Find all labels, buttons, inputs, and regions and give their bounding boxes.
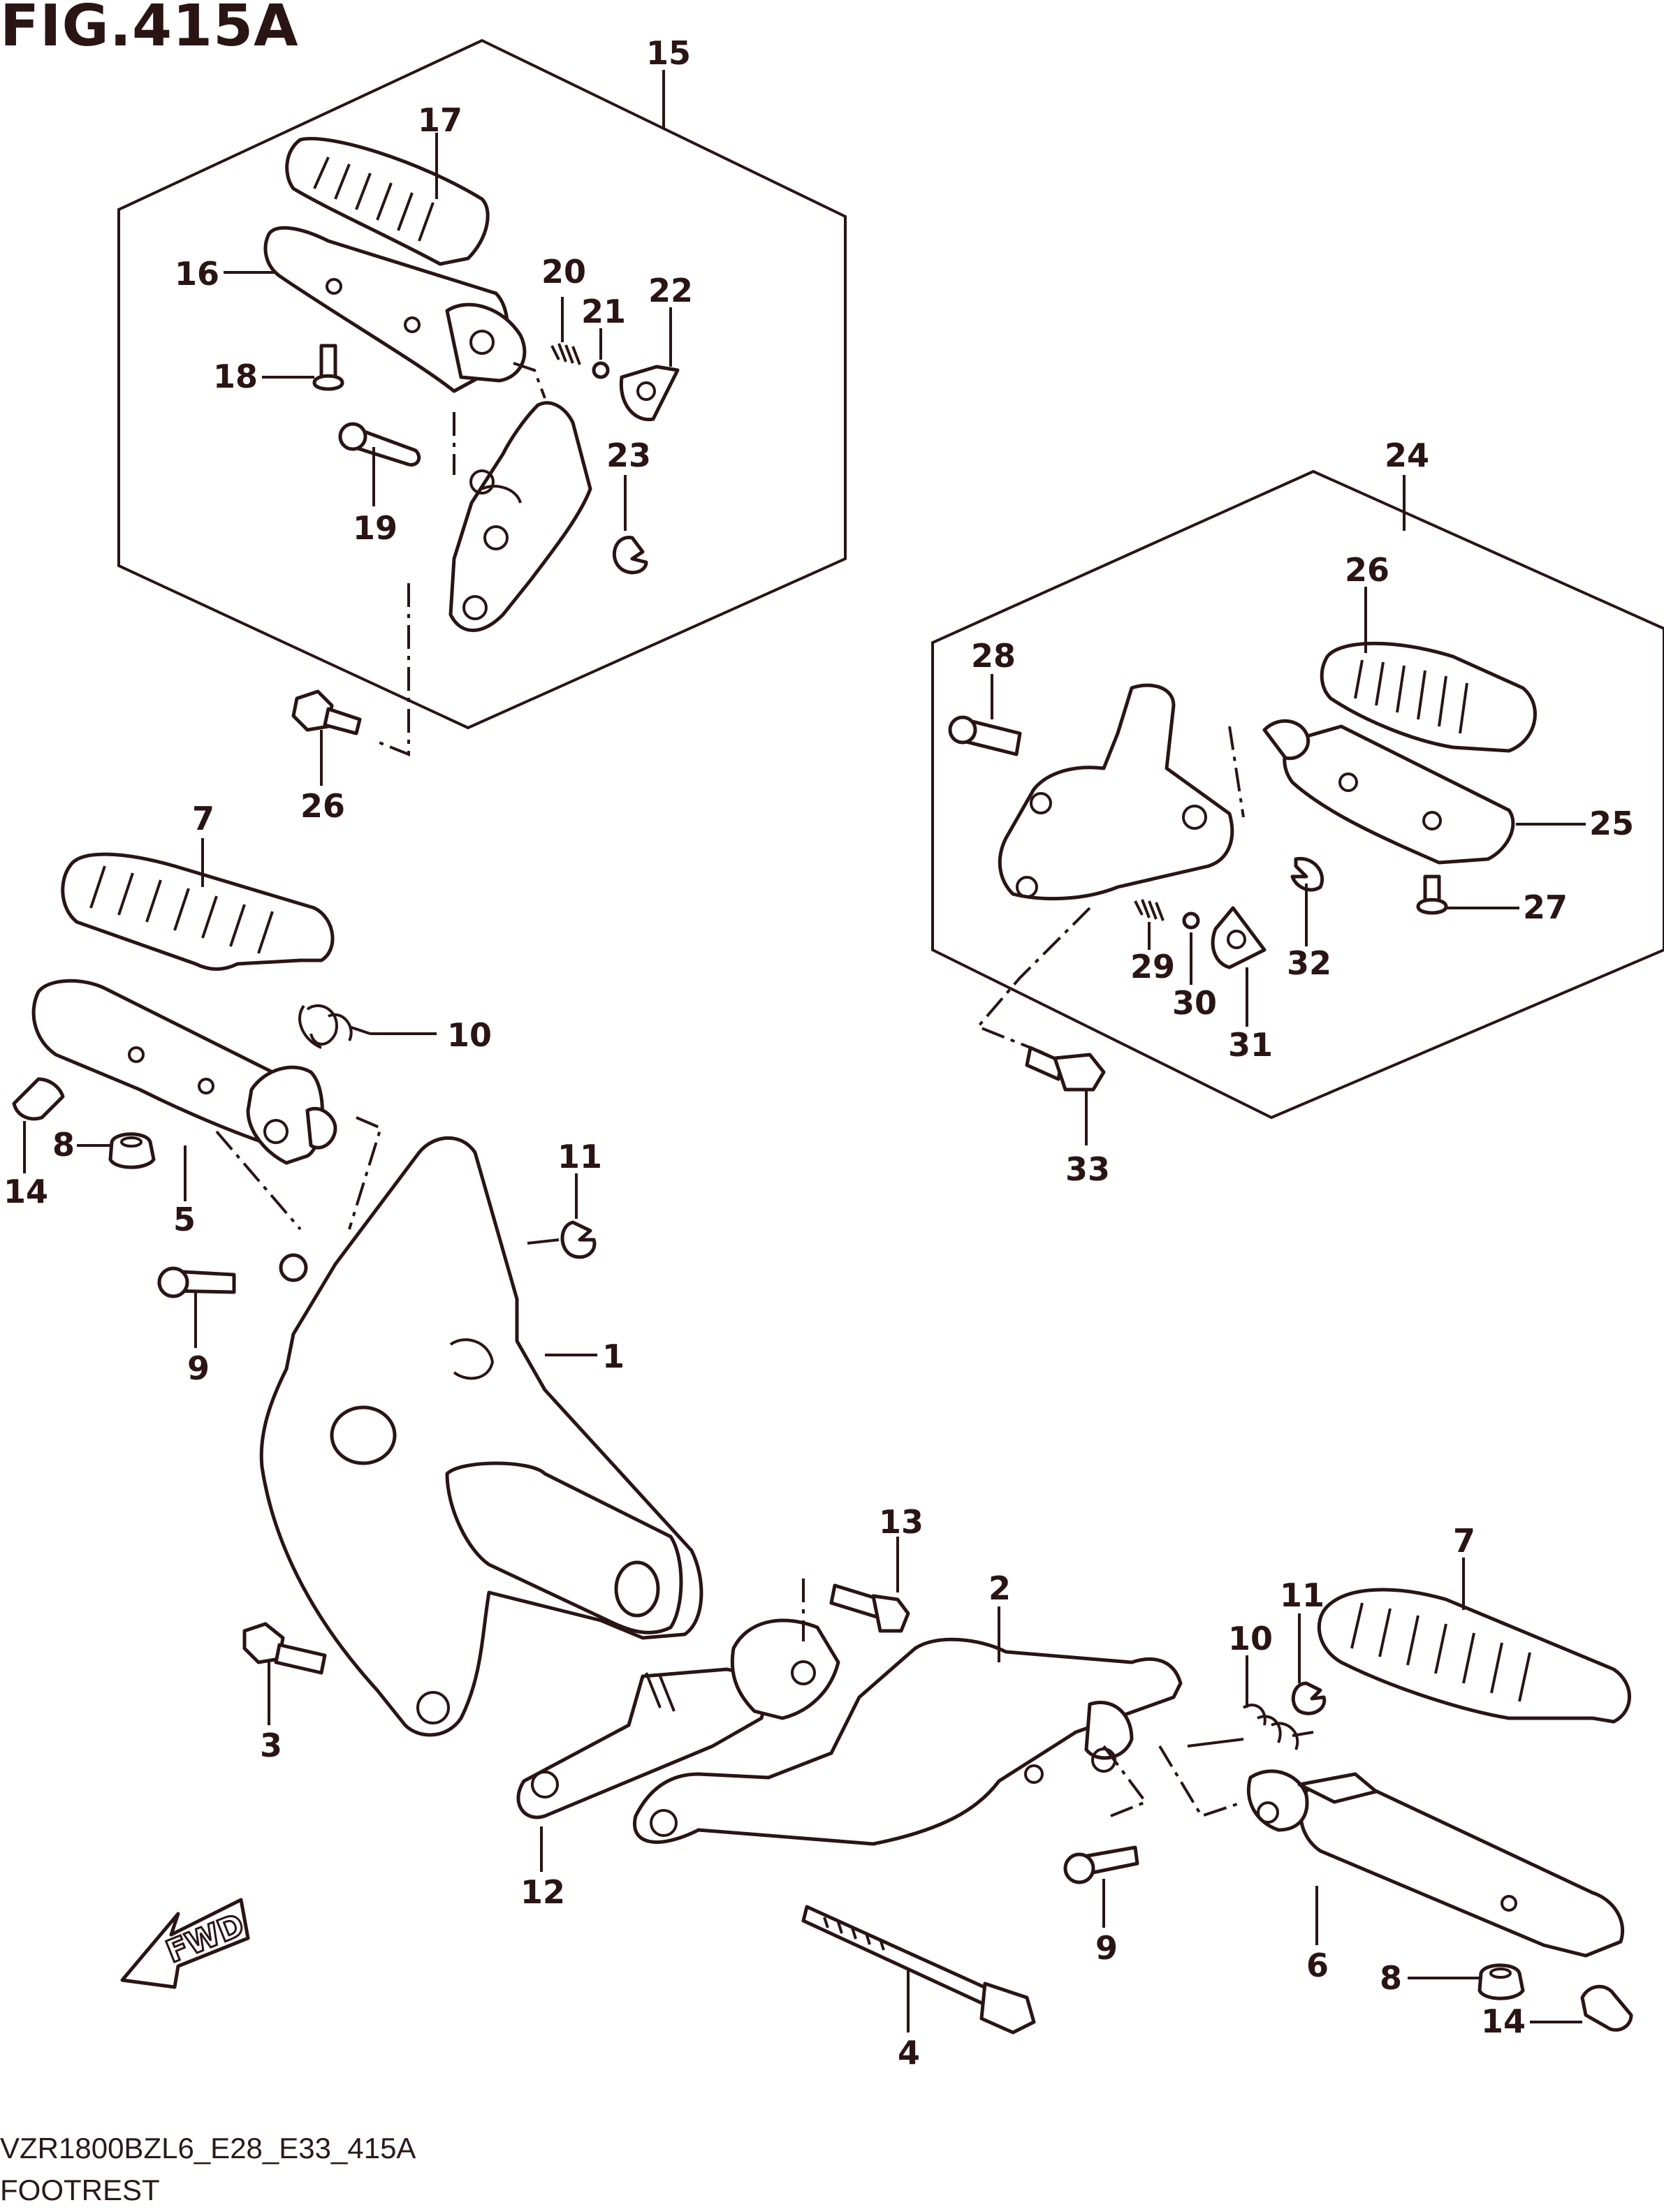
spring-29 — [1134, 899, 1165, 921]
e-clip-11-left — [560, 1220, 597, 1259]
footpeg-rubber-7-right — [1317, 1588, 1631, 1724]
bolt-13 — [829, 1583, 910, 1633]
callout-17: 17 — [418, 101, 462, 139]
callout-8-left: 8 — [52, 1126, 75, 1164]
callout-19: 19 — [353, 509, 397, 547]
callout-21: 21 — [581, 293, 626, 330]
diagram-code: VZR1800BZL6_E28_E33_415A — [0, 2132, 416, 2165]
dash-15-c — [373, 583, 410, 756]
callout-7-left: 7 — [192, 800, 214, 837]
dash-24-b — [975, 907, 1091, 1056]
bracket-right — [998, 683, 1234, 901]
callout-labels: 15 17 16 20 21 22 18 19 23 26 24 26 28 2… — [3, 34, 1634, 2072]
callout-12: 12 — [520, 1873, 565, 1911]
dash-2-a — [1102, 1745, 1148, 1817]
callout-28: 28 — [971, 637, 1016, 675]
bolt-4 — [801, 1905, 1036, 2035]
nut-8-right — [1477, 1963, 1525, 2000]
callout-8-right: 8 — [1380, 1959, 1402, 1997]
e-clip-32 — [1290, 856, 1324, 892]
dash-6-a — [1158, 1745, 1244, 1818]
bolt-26-upper — [291, 689, 362, 735]
callout-6: 6 — [1306, 1947, 1329, 1984]
dash-5-b — [348, 1116, 383, 1230]
fwd-arrow: FWD — [120, 1898, 250, 1989]
footpeg-rubber-17 — [285, 136, 490, 266]
callout-25: 25 — [1589, 805, 1634, 842]
spring-10-right — [1187, 1704, 1314, 1750]
footpeg-6 — [1246, 1769, 1625, 1958]
callout-2: 2 — [988, 1569, 1011, 1607]
callout-11-left: 11 — [557, 1138, 602, 1175]
pin-19 — [338, 422, 421, 467]
callout-20: 20 — [541, 253, 586, 291]
callout-29: 29 — [1130, 948, 1175, 986]
callout-7-right: 7 — [1453, 1522, 1475, 1560]
assembly-box-15 — [117, 38, 847, 730]
bolt-14-left — [12, 1077, 65, 1121]
assembly-box-24 — [931, 469, 1664, 1120]
footpeg-5 — [31, 979, 337, 1165]
plate-22 — [619, 365, 680, 422]
e-clip-23 — [612, 536, 648, 575]
callout-14-right: 14 — [1481, 2002, 1526, 2040]
plate-31 — [1211, 906, 1267, 969]
callout-14-left: 14 — [3, 1173, 48, 1210]
pin-9-right — [1063, 1845, 1139, 1884]
footpeg-16 — [263, 226, 527, 393]
figure-title: FIG.415A — [0, 0, 299, 59]
callout-3: 3 — [260, 1727, 282, 1764]
callout-9-left: 9 — [187, 1349, 210, 1387]
spring-20 — [550, 343, 581, 365]
diagram-name: FOOTREST — [0, 2174, 160, 2206]
bolt-33 — [1025, 1046, 1106, 1092]
callout-18: 18 — [213, 358, 258, 395]
leader-11-left-b — [527, 1238, 560, 1245]
callout-5: 5 — [173, 1201, 196, 1238]
bolt-27 — [1416, 874, 1448, 915]
footpeg-25 — [1262, 719, 1515, 865]
pin-9-left — [157, 1266, 236, 1298]
ball-21 — [592, 361, 610, 379]
callout-22: 22 — [648, 272, 693, 309]
callout-24: 24 — [1385, 437, 1429, 474]
bolt-18 — [312, 344, 344, 391]
nut-8-left — [108, 1132, 156, 1169]
spring-10-left — [298, 1004, 371, 1049]
dash-15-b — [513, 362, 546, 399]
callout-10-right: 10 — [1228, 1620, 1273, 1657]
callout-26-right: 26 — [1345, 551, 1389, 589]
bracket-1 — [259, 1136, 703, 1737]
callout-30: 30 — [1172, 984, 1217, 1022]
bracket-2 — [633, 1637, 1183, 1846]
footpeg-rubber-7-left — [61, 852, 335, 971]
callout-31: 31 — [1228, 1026, 1273, 1064]
callout-16: 16 — [175, 255, 219, 293]
e-clip-11-right — [1291, 1681, 1327, 1715]
dash-5-a — [215, 1130, 302, 1231]
callout-4: 4 — [898, 2034, 920, 2072]
callout-23: 23 — [606, 437, 651, 474]
callout-1: 1 — [602, 1338, 625, 1375]
callout-33: 33 — [1065, 1150, 1110, 1188]
callout-26-upper: 26 — [300, 787, 345, 825]
bolt-14-right — [1580, 1984, 1633, 2032]
bolt-3 — [242, 1622, 327, 1675]
callout-9-right: 9 — [1095, 1929, 1118, 1967]
bolt-28 — [948, 715, 1022, 756]
callout-10-left: 10 — [447, 1016, 492, 1054]
callout-15: 15 — [646, 34, 691, 72]
callout-27: 27 — [1523, 888, 1568, 926]
footpeg-rubber-26 — [1320, 641, 1537, 753]
callout-32: 32 — [1287, 944, 1331, 982]
bracket-12 — [516, 1618, 840, 1819]
callout-13: 13 — [879, 1503, 924, 1541]
bracket-upper — [448, 401, 592, 632]
ball-30 — [1182, 911, 1200, 930]
dash-24-a — [1228, 726, 1245, 818]
callout-11-right: 11 — [1280, 1576, 1324, 1614]
